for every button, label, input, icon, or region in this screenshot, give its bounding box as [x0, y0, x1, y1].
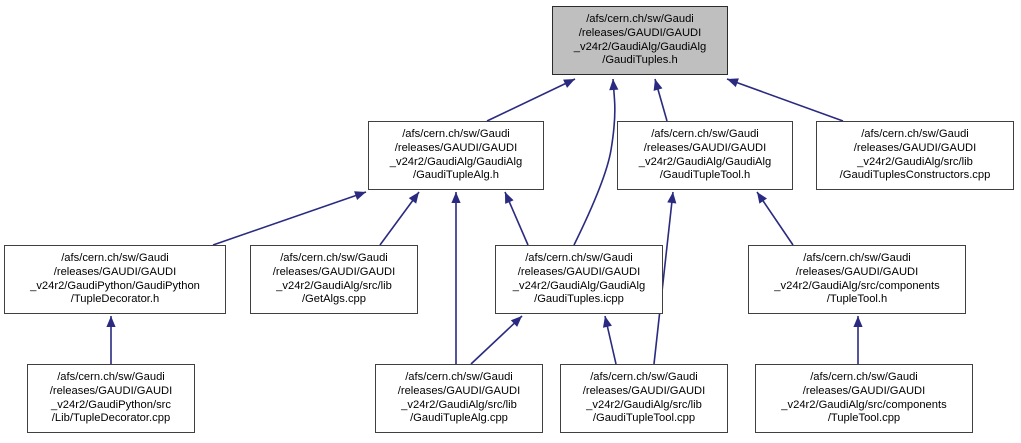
graph-edge [653, 78, 668, 122]
graph-edge [504, 191, 529, 246]
graph-node-gauditupetool-cpp[interactable]: /afs/cern.ch/sw/Gaudi /releases/GAUDI/GA… [560, 364, 728, 433]
node-label: /afs/cern.ch/sw/Gaudi /releases/GAUDI/GA… [272, 252, 396, 306]
node-label: /afs/cern.ch/sw/Gaudi /releases/GAUDI/GA… [49, 371, 173, 425]
graph-node-getalgs-cpp[interactable]: /afs/cern.ch/sw/Gaudi /releases/GAUDI/GA… [250, 245, 418, 314]
graph-edge [756, 191, 794, 246]
edge-arrowhead [451, 192, 461, 203]
graph-node-tupletool-h[interactable]: /afs/cern.ch/sw/Gaudi /releases/GAUDI/GA… [748, 245, 966, 314]
graph-edge [470, 315, 523, 365]
graph-edge [726, 78, 844, 122]
graph-edge [653, 191, 677, 365]
graph-edge [212, 191, 367, 246]
node-label: /afs/cern.ch/sw/Gaudi /releases/GAUDI/GA… [839, 128, 991, 182]
node-label: /afs/cern.ch/sw/Gaudi /releases/GAUDI/GA… [781, 371, 947, 425]
edge-arrowhead [609, 79, 619, 91]
edge-arrowhead [757, 192, 767, 204]
graph-edge [451, 192, 461, 364]
edge-arrowhead [106, 316, 116, 327]
node-label: /afs/cern.ch/sw/Gaudi /releases/GAUDI/GA… [512, 252, 646, 306]
graph-node-tupletool-cpp[interactable]: /afs/cern.ch/sw/Gaudi /releases/GAUDI/GA… [755, 364, 973, 433]
graph-node-gauditupes-icpp[interactable]: /afs/cern.ch/sw/Gaudi /releases/GAUDI/GA… [495, 245, 663, 314]
graph-edge [573, 78, 619, 246]
edge-arrowhead [510, 316, 522, 327]
node-label: /afs/cern.ch/sw/Gaudi /releases/GAUDI/GA… [582, 371, 706, 425]
graph-node-gauditupealg-h[interactable]: /afs/cern.ch/sw/Gaudi /releases/GAUDI/GA… [368, 121, 544, 190]
node-label: /afs/cern.ch/sw/Gaudi /releases/GAUDI/GA… [397, 371, 521, 425]
graph-node-tupledecorator-h[interactable]: /afs/cern.ch/sw/Gaudi /releases/GAUDI/GA… [4, 245, 226, 314]
edge-arrowhead [602, 316, 612, 328]
node-label: /afs/cern.ch/sw/Gaudi /releases/GAUDI/GA… [573, 13, 707, 67]
graph-edge [486, 78, 576, 122]
edge-arrowhead [408, 192, 419, 204]
edge-arrowhead [667, 192, 677, 204]
graph-node-gauditupealg-cpp[interactable]: /afs/cern.ch/sw/Gaudi /releases/GAUDI/GA… [375, 364, 543, 433]
node-label: /afs/cern.ch/sw/Gaudi /releases/GAUDI/GA… [638, 128, 772, 182]
graph-node-gauditupetool-h[interactable]: /afs/cern.ch/sw/Gaudi /releases/GAUDI/GA… [617, 121, 793, 190]
graph-node-gauditupes-h[interactable]: /afs/cern.ch/sw/Gaudi /releases/GAUDI/GA… [552, 6, 728, 75]
graph-edge [853, 316, 863, 364]
edge-arrowhead [505, 192, 514, 204]
node-label: /afs/cern.ch/sw/Gaudi /releases/GAUDI/GA… [30, 252, 200, 306]
edge-arrowhead [727, 78, 739, 88]
graph-node-tupledecorator-cpp[interactable]: /afs/cern.ch/sw/Gaudi /releases/GAUDI/GA… [27, 364, 195, 433]
node-label: /afs/cern.ch/sw/Gaudi /releases/GAUDI/GA… [774, 252, 940, 306]
graph-edge [379, 191, 420, 246]
graph-edge [106, 316, 116, 364]
edge-arrowhead [653, 79, 663, 91]
edge-arrowhead [853, 316, 863, 327]
graph-node-gauditupesconstructors-cpp[interactable]: /afs/cern.ch/sw/Gaudi /releases/GAUDI/GA… [816, 121, 1014, 190]
node-label: /afs/cern.ch/sw/Gaudi /releases/GAUDI/GA… [389, 128, 523, 182]
graph-edge [602, 315, 617, 365]
edge-arrowhead [563, 79, 575, 88]
edge-arrowhead [354, 191, 366, 200]
